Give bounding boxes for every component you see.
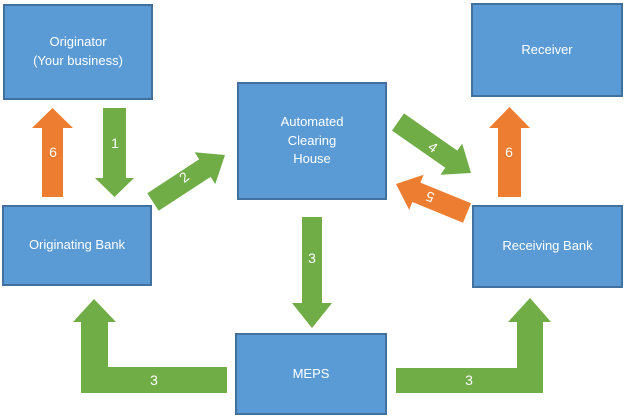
- box-meps: MEPS: [235, 333, 387, 415]
- arrow-label-step3-center: 3: [308, 250, 316, 266]
- box-originating-bank-label: Originating Bank: [28, 237, 126, 253]
- arrow-step4-diagonal-icon: [392, 113, 471, 175]
- box-meps-label: MEPS: [292, 365, 330, 381]
- box-receiving-bank: Receiving Bank: [472, 205, 623, 288]
- arrow-step5-diagonal-icon: [396, 174, 471, 223]
- arrow-label-step3-left: 3: [150, 372, 158, 388]
- arrow-step3-right-elbow-icon: [396, 298, 551, 393]
- box-originator: Originator (Your business): [3, 4, 153, 100]
- arrow-step6-left-up-icon: [32, 108, 73, 197]
- arrow-label-step3-right: 3: [465, 372, 473, 388]
- arrow-step1-down-icon: [95, 108, 134, 197]
- arrow-label-step1: 1: [111, 135, 119, 151]
- box-receiver-label: Receiver: [521, 41, 573, 57]
- box-originating-bank: Originating Bank: [2, 205, 152, 286]
- arrow-label-step6-right: 6: [505, 144, 513, 160]
- box-automated-clearing-house: Automated Clearing House: [237, 82, 387, 200]
- box-automated-clearing-house-label: Automated Clearing House: [280, 113, 344, 167]
- arrow-label-step6-left: 6: [49, 144, 57, 160]
- arrow-step2-diagonal-icon: [147, 152, 225, 211]
- box-receiving-bank-label: Receiving Bank: [502, 238, 593, 254]
- box-receiver: Receiver: [471, 3, 623, 97]
- arrow-step3-center-down-icon: [292, 217, 332, 328]
- arrow-step3-left-elbow-icon: [73, 299, 227, 393]
- box-originator-label: Originator (Your business): [33, 34, 123, 68]
- arrow-step6-right-up-icon: [489, 107, 530, 197]
